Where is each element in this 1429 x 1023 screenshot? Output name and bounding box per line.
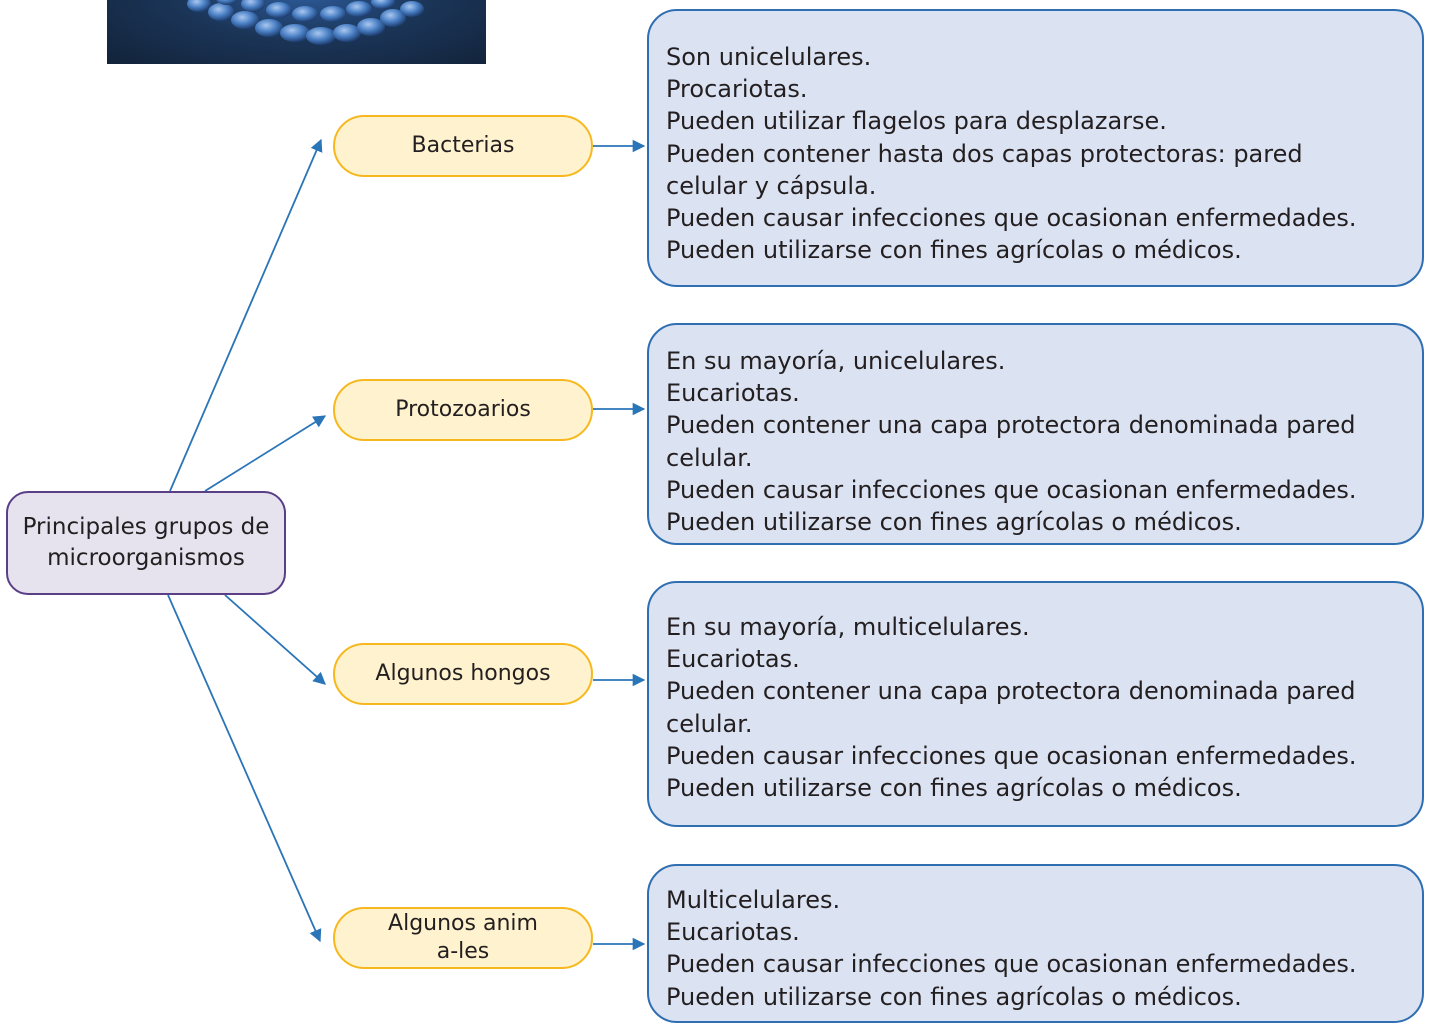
fact-line: Pueden utilizar flagelos para desplazars… (666, 107, 1167, 136)
microorganism-photo (107, 0, 486, 64)
arrow-root-to-protozoarios (204, 415, 327, 492)
fact-line: Pueden causar infecciones que ocasionan … (666, 204, 1357, 233)
fact-line: Pueden contener una capa protectora deno… (666, 677, 1356, 738)
fact-line: Pueden causar infecciones que ocasionan … (666, 475, 1357, 504)
group-label-animales: Algunos anima-les (388, 911, 538, 964)
fact-line: Pueden utilizarse con fines agrícolas o … (666, 982, 1242, 1011)
fact-line: Eucariotas. (666, 645, 800, 674)
fact-line: Pueden utilizarse con fines agrícolas o … (666, 774, 1242, 803)
fact-line: Eucariotas. (666, 918, 800, 947)
fact-line: Pueden causar infecciones que ocasionan … (666, 950, 1357, 979)
group-label-hongos: Algunos hongos (375, 661, 551, 686)
group-label-protozoarios: Protozoarios (395, 397, 531, 422)
root-node: Principales grupos de microorganismos (6, 491, 286, 595)
group-bacterias: Bacterias (333, 115, 593, 177)
arrow-root-to-hongos (224, 594, 326, 685)
fact-line: Pueden contener una capa protectora deno… (666, 411, 1356, 472)
fact-line: Pueden utilizarse con fines agrícolas o … (666, 236, 1242, 265)
root-label: Principales grupos de microorganismos (22, 514, 270, 571)
fact-line: Pueden contener hasta dos capas protecto… (666, 139, 1303, 200)
group-hongos: Algunos hongos (333, 643, 593, 705)
group-animales: Algunos anima-les (333, 907, 593, 969)
arrow-root-to-animales (167, 594, 322, 943)
fact-line: Procariotas. (666, 75, 808, 104)
fact-line: Pueden causar infecciones que ocasionan … (666, 741, 1357, 770)
info-box-bacterias: Son unicelulares. Procariotas. Pueden ut… (647, 9, 1424, 287)
fact-line: Multicelulares. (666, 886, 841, 914)
info-box-animales: Multicelulares. Eucariotas. Pueden causa… (647, 864, 1424, 1023)
fact-line: Pueden utilizarse con fines agrícolas o … (666, 508, 1242, 537)
fact-line: En su mayoría, unicelulares. (666, 347, 1006, 375)
bacteria-cluster-image (187, 0, 424, 45)
fact-line: Eucariotas. (666, 379, 800, 408)
group-protozoarios: Protozoarios (333, 379, 593, 441)
fact-line: Son unicelulares. (666, 43, 872, 71)
arrow-root-to-bacterias (169, 138, 323, 492)
info-box-protozoarios: En su mayoría, unicelulares. Eucariotas.… (647, 323, 1424, 545)
group-label-bacterias: Bacterias (411, 133, 515, 158)
info-box-hongos: En su mayoría, multicelulares. Eucariota… (647, 581, 1424, 827)
fact-line: En su mayoría, multicelulares. (666, 613, 1030, 641)
